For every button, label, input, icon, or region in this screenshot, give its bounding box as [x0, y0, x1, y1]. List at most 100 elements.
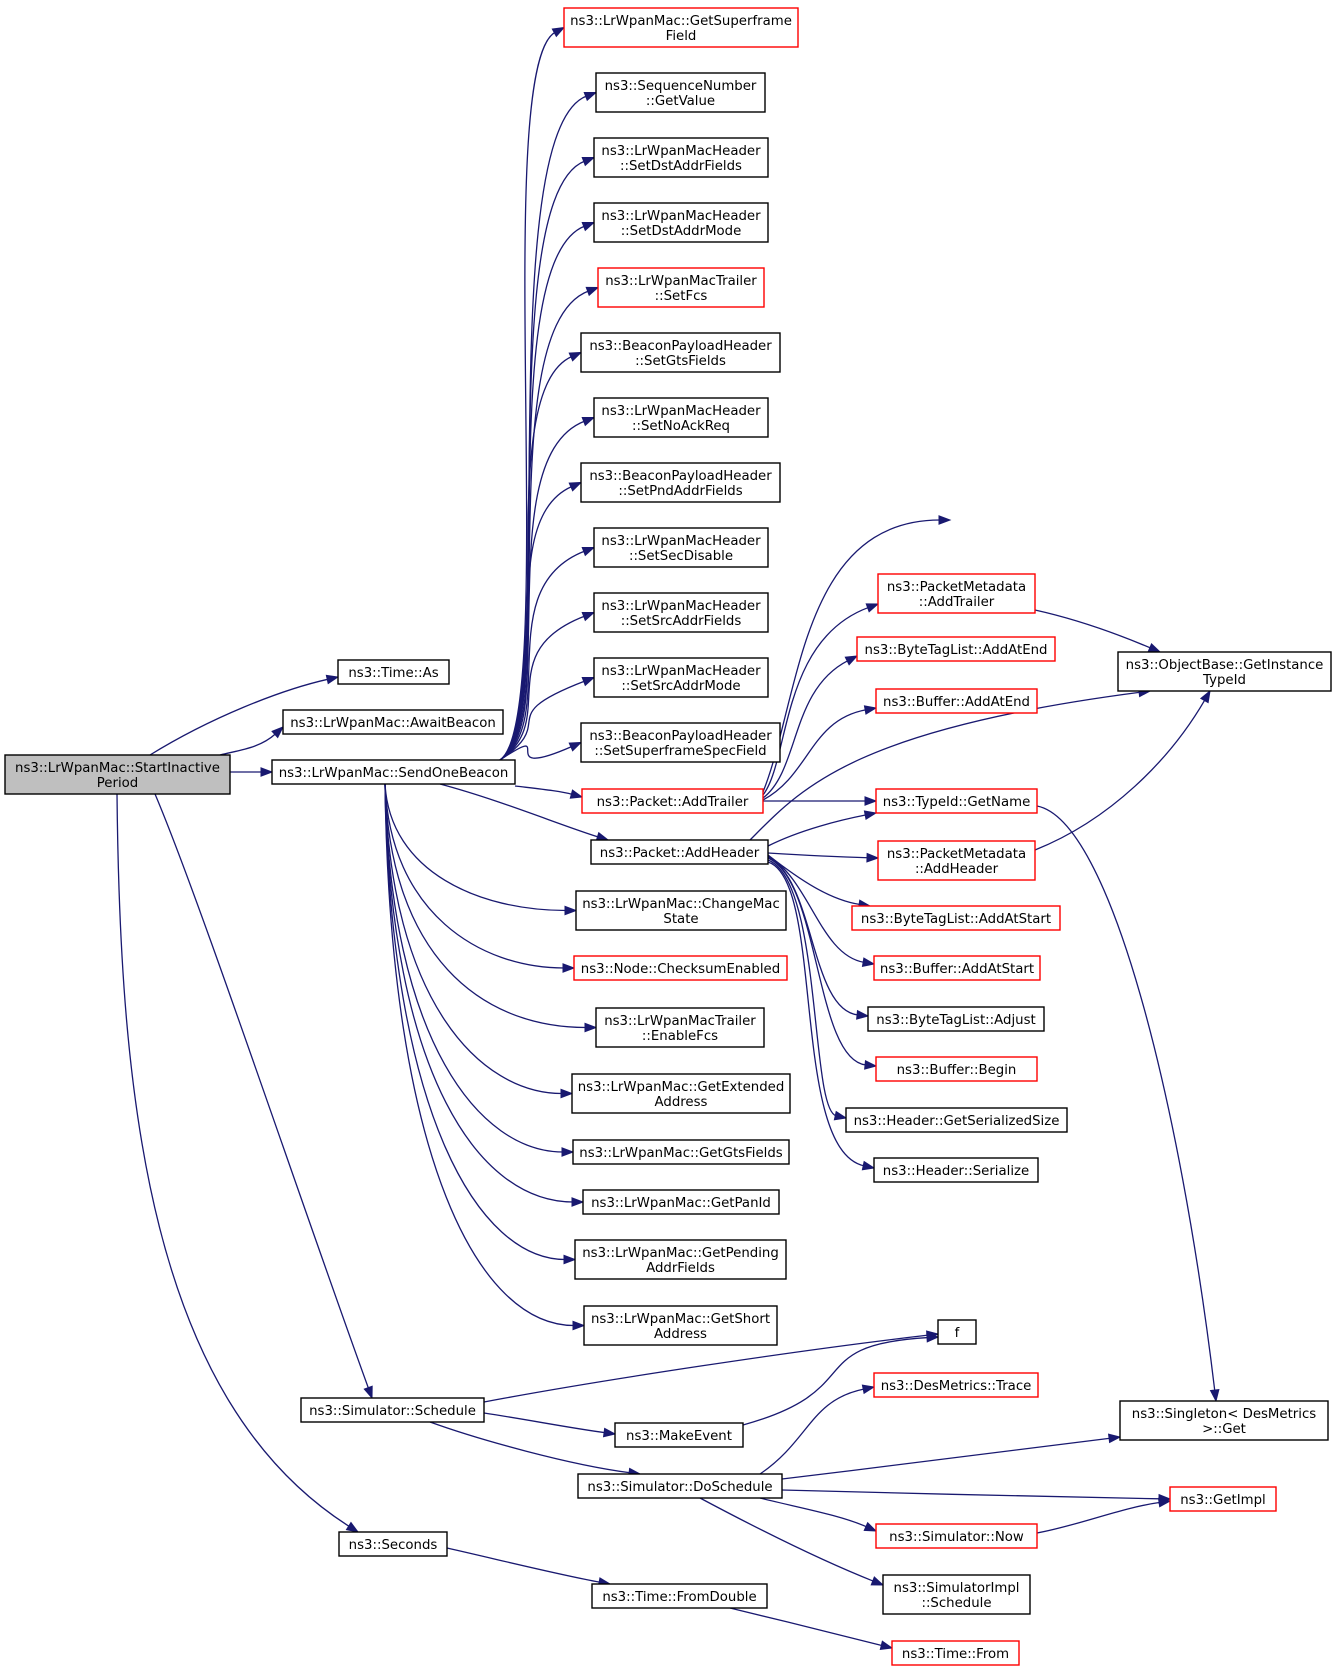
- edge-arrowhead: [863, 1521, 878, 1532]
- node-box: [338, 1531, 448, 1557]
- node-getImpl[interactable]: ns3::GetImpl: [1169, 1486, 1277, 1512]
- edge-typeIdGetName-to-singletonGet: [1036, 805, 1220, 1403]
- edge-line: [1036, 805, 1216, 1392]
- node-setPndAddrFields[interactable]: ns3::BeaconPayloadHeader::SetPndAddrFiel…: [580, 462, 781, 503]
- edge-line: [483, 1334, 929, 1403]
- edge-sendOneBeacon-to-setSrcAddrMode: [499, 676, 596, 761]
- node-simNow[interactable]: ns3::Simulator::Now: [875, 1523, 1038, 1549]
- node-label: ns3::ByteTagList::AddAtStart: [861, 912, 1051, 927]
- edge-line: [759, 1497, 868, 1528]
- node-awaitBeacon[interactable]: ns3::LrWpanMac::AwaitBeacon: [282, 709, 504, 735]
- node-box: [4, 754, 231, 795]
- edge-sendOneBeacon-to-setFcs: [499, 286, 600, 761]
- node-addHeader[interactable]: ns3::Packet::AddHeader: [590, 839, 769, 865]
- edge-arrowhead: [861, 1384, 876, 1395]
- node-getGtsFields[interactable]: ns3::LrWpanMac::GetGtsFields: [572, 1139, 790, 1165]
- node-setGtsFields[interactable]: ns3::BeaconPayloadHeader::SetGtsFields: [580, 332, 781, 373]
- edge-line: [499, 550, 585, 761]
- node-setSuperframeSpecField[interactable]: ns3::BeaconPayloadHeader::SetSuperframeS…: [580, 722, 781, 763]
- node-sendOneBeacon[interactable]: ns3::LrWpanMac::SendOneBeacon: [271, 759, 516, 785]
- node-enableFcs[interactable]: ns3::LrWpanMacTrailer::EnableFcs: [595, 1007, 765, 1048]
- node-label: ::SetSecDisable: [629, 549, 733, 564]
- node-box: [867, 1006, 1045, 1032]
- node-makeEvent[interactable]: ns3::MakeEvent: [614, 1422, 744, 1448]
- node-desTrace[interactable]: ns3::DesMetrics::Trace: [873, 1372, 1039, 1398]
- node-box: [875, 1523, 1038, 1549]
- node-btlAddAtStart[interactable]: ns3::ByteTagList::AddAtStart: [851, 905, 1061, 931]
- node-getPanId[interactable]: ns3::LrWpanMac::GetPanId: [582, 1189, 780, 1215]
- node-box: [891, 1640, 1020, 1666]
- node-simImplSchedule[interactable]: ns3::SimulatorImpl::Schedule: [882, 1574, 1031, 1615]
- node-f[interactable]: f: [937, 1319, 977, 1345]
- node-btlAdjust[interactable]: ns3::ByteTagList::Adjust: [867, 1006, 1045, 1032]
- node-setNoAckReq[interactable]: ns3::LrWpanMacHeader::SetNoAckReq: [593, 397, 769, 438]
- node-setFcs[interactable]: ns3::LrWpanMacTrailer::SetFcs: [597, 267, 765, 308]
- node-bufBegin[interactable]: ns3::Buffer::Begin: [875, 1056, 1038, 1082]
- node-timeFrom[interactable]: ns3::Time::From: [891, 1640, 1020, 1666]
- node-label: ::SetSrcAddrFields: [621, 614, 742, 629]
- node-fromDouble[interactable]: ns3::Time::FromDouble: [591, 1583, 768, 1609]
- node-setSecDisable[interactable]: ns3::LrWpanMacHeader::SetSecDisable: [593, 527, 769, 568]
- node-hdrSerialize[interactable]: ns3::Header::Serialize: [873, 1157, 1039, 1183]
- edge-line: [429, 1421, 631, 1474]
- node-box: [580, 462, 781, 503]
- node-seqGetValue[interactable]: ns3::SequenceNumber::GetValue: [595, 72, 766, 113]
- node-box: [1119, 1400, 1329, 1441]
- node-setDstAddrMode[interactable]: ns3::LrWpanMacHeader::SetDstAddrMode: [593, 202, 769, 243]
- node-timeAs[interactable]: ns3::Time::As: [337, 659, 450, 685]
- edge-line: [499, 745, 573, 761]
- node-pmAddTrailer[interactable]: ns3::PacketMetadata::AddTrailer: [877, 573, 1036, 614]
- edge-addHeader-to-bufAddAtStart: [767, 855, 876, 967]
- edge-arrowhead: [938, 515, 952, 525]
- edge-line: [384, 783, 574, 1203]
- node-schedule[interactable]: ns3::Simulator::Schedule: [300, 1397, 485, 1423]
- node-setSrcAddrMode[interactable]: ns3::LrWpanMacHeader::SetSrcAddrMode: [593, 657, 769, 698]
- node-doSchedule[interactable]: ns3::Simulator::DoSchedule: [577, 1473, 783, 1499]
- node-checksumEnabled[interactable]: ns3::Node::ChecksumEnabled: [573, 955, 788, 981]
- node-label: Field: [666, 29, 697, 44]
- edge-arrowhead: [926, 1332, 940, 1343]
- node-bufAddAtStart[interactable]: ns3::Buffer::AddAtStart: [873, 955, 1041, 981]
- edge-doSchedule-to-singletonGet: [781, 1433, 1122, 1480]
- node-box: [593, 657, 769, 698]
- node-seconds[interactable]: ns3::Seconds: [338, 1531, 448, 1557]
- node-box: [282, 709, 504, 735]
- node-singletonGet[interactable]: ns3::Singleton< DesMetrics>::Get: [1119, 1400, 1329, 1441]
- node-typeIdGetName[interactable]: ns3::TypeId::GetName: [875, 788, 1038, 814]
- node-label: AddrFields: [646, 1261, 715, 1276]
- node-box: [1117, 651, 1332, 692]
- edge-line: [762, 606, 869, 796]
- node-setSrcAddrFields[interactable]: ns3::LrWpanMacHeader::SetSrcAddrFields: [593, 592, 769, 633]
- node-label: ns3::Simulator::Schedule: [309, 1404, 476, 1419]
- node-label: ns3::Time::FromDouble: [602, 1590, 756, 1605]
- edge-sendOneBeacon-to-setSrcAddrFields: [499, 611, 596, 761]
- edge-arrowhead: [345, 1521, 360, 1533]
- call-graph-edges: [116, 26, 1220, 1650]
- edge-line: [767, 855, 865, 963]
- edge-simNow-to-getImpl: [1036, 1497, 1172, 1534]
- node-addTrailer[interactable]: ns3::Packet::AddTrailer: [581, 788, 764, 814]
- node-label: ns3::Packet::AddTrailer: [597, 795, 749, 810]
- edge-line: [762, 659, 849, 799]
- node-bufAddAtEnd[interactable]: ns3::Buffer::AddAtEnd: [875, 688, 1038, 714]
- edge-arrowhead: [864, 796, 878, 806]
- node-box: [937, 1319, 977, 1345]
- node-label: ::SetSuperframeSpecField: [594, 744, 766, 759]
- node-pmAddHeader[interactable]: ns3::PacketMetadata::AddHeader: [877, 840, 1036, 881]
- edge-root-to-awaitBeacon: [219, 726, 285, 756]
- node-setDstAddrFields[interactable]: ns3::LrWpanMacHeader::SetDstAddrFields: [593, 137, 769, 178]
- node-label: ns3::Simulator::Now: [889, 1530, 1024, 1545]
- node-btlAddAtEnd[interactable]: ns3::ByteTagList::AddAtEnd: [856, 636, 1056, 662]
- node-box: [595, 72, 766, 113]
- edge-root-to-seconds: [116, 793, 360, 1533]
- node-hdrGetSerializedSize[interactable]: ns3::Header::GetSerializedSize: [845, 1107, 1068, 1133]
- edge-line: [729, 1607, 883, 1647]
- node-box: [582, 1189, 780, 1215]
